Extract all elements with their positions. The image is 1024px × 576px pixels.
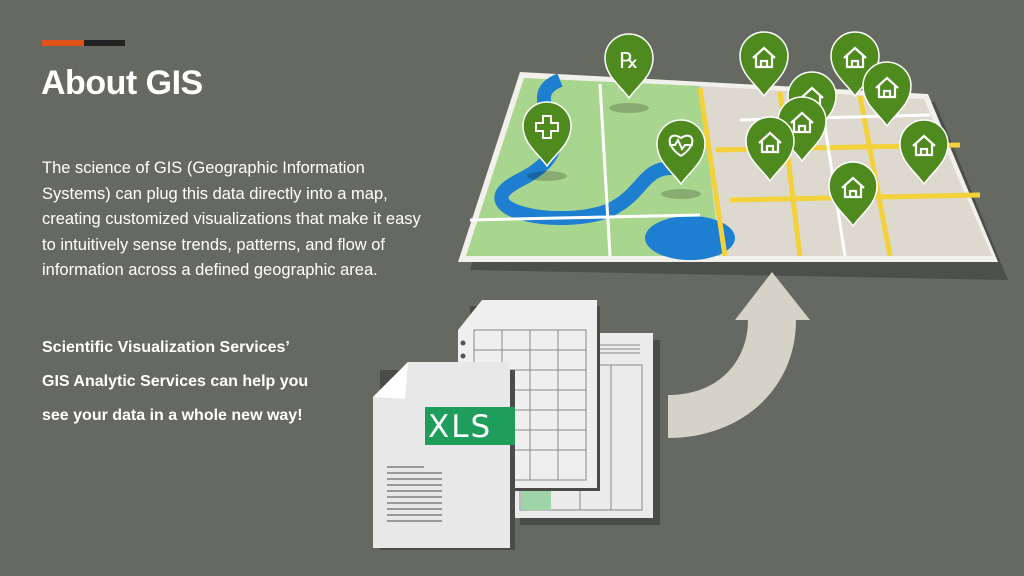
pin-heart xyxy=(656,119,706,199)
plus-icon xyxy=(535,115,559,139)
callout-line: Scientific Visualization Services’ xyxy=(42,339,290,356)
spreadsheet-documents: XLS xyxy=(373,300,660,550)
pin-rx: ℞ xyxy=(604,33,654,113)
intro-paragraph: The science of GIS (Geographic Informati… xyxy=(42,159,421,279)
callout-line: see your data in a whole new way! xyxy=(42,407,303,424)
accent-bar-orange xyxy=(42,40,84,46)
callout-text: Scientific Visualization Services’ GIS A… xyxy=(42,331,402,433)
pin-plus xyxy=(522,101,572,181)
accent-bar-dark xyxy=(84,40,125,46)
heart-icon xyxy=(668,134,694,157)
rx-icon: ℞ xyxy=(619,48,639,73)
callout-line: GIS Analytic Services can help you xyxy=(42,373,309,390)
slide-title: About GIS xyxy=(41,64,203,102)
curved-arrow-icon xyxy=(668,272,810,438)
xls-label: XLS xyxy=(428,409,492,445)
